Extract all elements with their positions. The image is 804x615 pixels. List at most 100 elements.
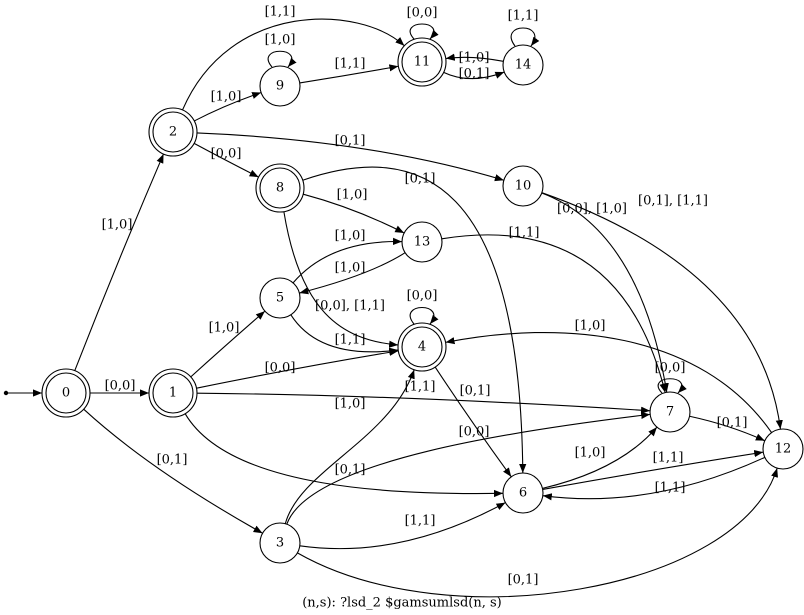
transition-label: [0,1], [1,1] <box>638 194 708 209</box>
state-circle <box>401 221 443 263</box>
self-loop-edge <box>267 50 297 68</box>
transition-edge <box>299 64 399 84</box>
state-node: 13 <box>401 221 443 263</box>
state-node: 4 <box>397 322 447 372</box>
state-label: 9 <box>276 79 284 94</box>
accepting-ring <box>148 368 198 418</box>
transition-label: [1,0] <box>335 397 366 412</box>
state-circle <box>502 165 544 207</box>
transition-edge <box>302 166 527 474</box>
transition-edge <box>445 332 773 433</box>
state-label: 8 <box>276 181 284 196</box>
transition-label: [1,1] <box>653 451 684 466</box>
transition-edge <box>434 366 512 478</box>
transition-label: [1,0] <box>459 51 490 66</box>
transition-label: [0,0], [1,0] <box>557 202 627 217</box>
transition-label: [1,0] <box>575 319 606 334</box>
transition-edge <box>194 92 262 122</box>
transition-edge <box>443 71 505 80</box>
state-circle <box>502 472 544 514</box>
transition-label: [0,1] <box>508 573 539 588</box>
state-circle <box>152 111 194 153</box>
transition-label: [1,0] <box>575 446 606 461</box>
self-loop-edge <box>657 378 687 394</box>
transition-label: [0,0] <box>211 147 242 162</box>
state-node: 10 <box>502 165 544 207</box>
transition-label: [1,0] <box>211 90 242 105</box>
transition-label: [0,1] <box>335 134 366 149</box>
transition-edge <box>290 314 399 355</box>
transition-label: [0,0] <box>407 6 438 21</box>
transition-edge <box>542 456 766 501</box>
state-label: 5 <box>276 291 284 306</box>
transition-label: [1,1] <box>655 481 686 496</box>
transition-edge <box>297 467 778 598</box>
transition-label: [1,0] <box>265 33 296 48</box>
transition-edge <box>193 142 259 178</box>
transition-label: [1,0] <box>337 188 368 203</box>
transitions: [0,0][1,0][0,1][0,0][1,0][0,1][1,1][0,0]… <box>3 5 783 598</box>
state-node: 2 <box>148 107 198 157</box>
state-label: 13 <box>414 235 431 250</box>
state-circle <box>152 372 194 414</box>
transition-edge <box>689 415 766 442</box>
state-circle <box>45 372 87 414</box>
transition-label: [0,0] <box>655 361 686 376</box>
state-circle <box>401 326 443 368</box>
transition-edge <box>542 426 658 489</box>
transition-edge <box>190 310 266 378</box>
initial-state-dot <box>3 390 9 396</box>
transition-edge <box>283 211 399 348</box>
self-loop-edge <box>409 307 439 325</box>
state-node: 0 <box>41 368 91 418</box>
transition-label: [1,0] <box>335 229 366 244</box>
transition-edge <box>196 392 651 414</box>
state-circle <box>259 277 301 319</box>
transition-label: [0,0] <box>105 379 136 394</box>
transition-label: [1,1] <box>508 9 539 24</box>
transition-edge <box>445 53 504 62</box>
transition-label: [0,0] <box>459 425 490 440</box>
transition-edge <box>441 234 667 393</box>
state-circle <box>259 167 301 209</box>
transition-edge <box>182 18 405 111</box>
transition-label: [0,1] <box>335 463 366 478</box>
state-label: 11 <box>414 55 431 70</box>
state-label: 0 <box>62 386 70 401</box>
state-node: 6 <box>502 472 544 514</box>
transition-label: [1,0] <box>209 321 240 336</box>
transition-label: [0,1] <box>460 384 491 399</box>
state-circle <box>762 428 804 470</box>
transition-edge <box>74 153 165 371</box>
transition-label: [1,1] <box>335 57 366 72</box>
state-node: 1 <box>148 368 198 418</box>
state-label: 12 <box>775 442 792 457</box>
state-node: 3 <box>259 522 301 564</box>
transition-edge <box>303 193 405 234</box>
accepting-ring <box>148 107 198 157</box>
transition-label: [1,0] <box>335 261 366 276</box>
state-node: 12 <box>762 428 804 470</box>
transition-edge <box>541 192 669 393</box>
transition-label: [1,1] <box>405 380 436 395</box>
transition-label: [0,0], [1,1] <box>315 299 385 314</box>
transition-label: [0,1] <box>157 453 188 468</box>
accepting-ring <box>41 368 91 418</box>
transition-label: [0,1] <box>717 416 748 431</box>
transition-label: [1,0] <box>102 218 133 233</box>
state-node: 11 <box>397 37 447 87</box>
transition-edge <box>284 369 415 524</box>
state-label: 10 <box>515 179 532 194</box>
state-node: 8 <box>255 163 305 213</box>
state-label: 4 <box>418 340 426 355</box>
transition-edge <box>196 132 505 182</box>
state-node: 9 <box>259 65 301 107</box>
self-loop-edge <box>510 27 540 47</box>
state-circle <box>259 65 301 107</box>
transition-edge <box>184 413 504 498</box>
transition-label: [0,1] <box>459 67 490 82</box>
diagram-caption: (n,s): ?lsd_2 $gamsumlsd(n, s) <box>302 596 502 611</box>
state-label: 3 <box>276 536 284 551</box>
